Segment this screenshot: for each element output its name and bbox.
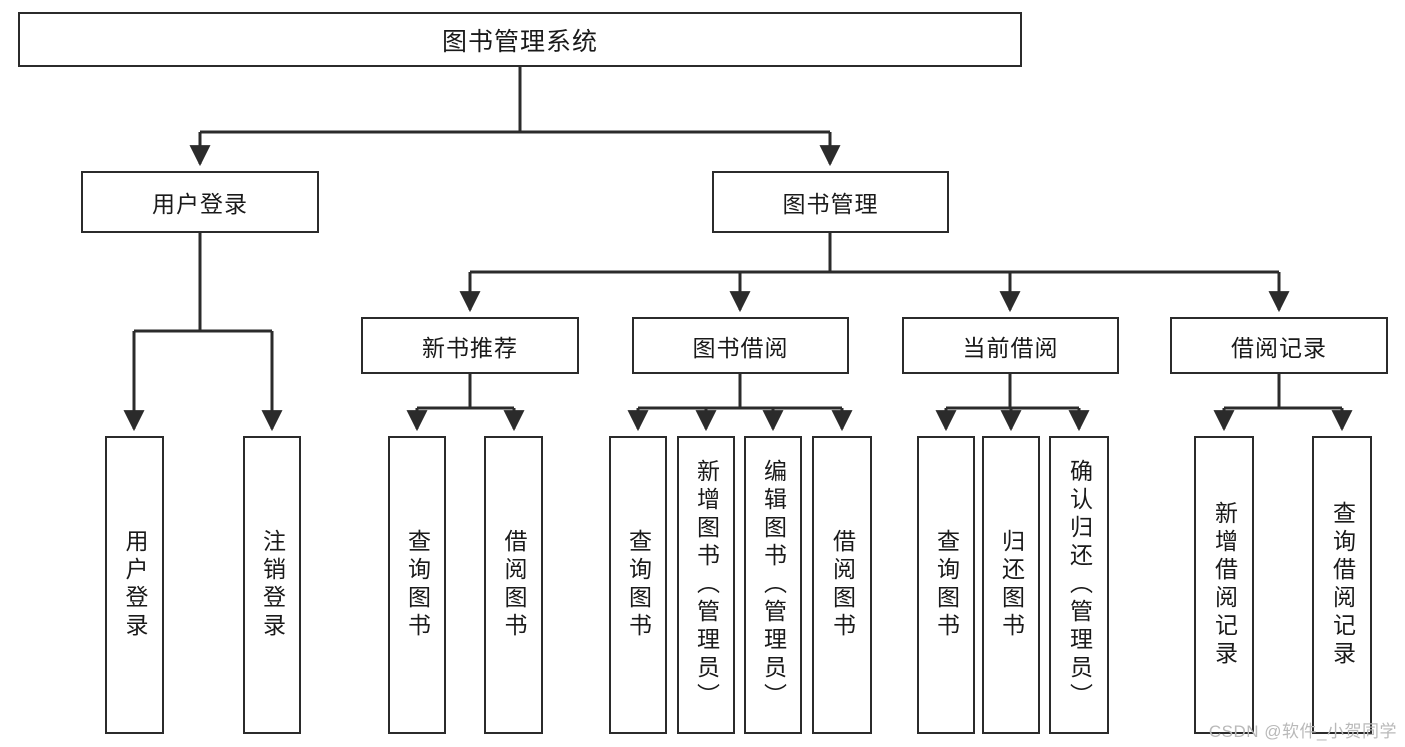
node-user-login[interactable]: 用户登录 bbox=[81, 171, 319, 233]
leaf-query-book-current[interactable]: 查询图书 bbox=[917, 436, 975, 734]
node-root[interactable]: 图书管理系统 bbox=[18, 12, 1022, 67]
node-book-management-label: 图书管理 bbox=[782, 191, 879, 217]
leaf-label: 新增借阅记录 bbox=[1211, 501, 1238, 669]
leaf-label: 查询图书 bbox=[625, 529, 652, 641]
leaf-label: 编辑图书（管理员） bbox=[760, 459, 787, 711]
leaf-return-book[interactable]: 归还图书 bbox=[982, 436, 1040, 734]
leaf-label: 借阅图书 bbox=[829, 529, 856, 641]
leaf-logout[interactable]: 注销登录 bbox=[243, 436, 301, 734]
node-borrow-record[interactable]: 借阅记录 bbox=[1170, 317, 1388, 374]
leaf-query-borrow-record[interactable]: 查询借阅记录 bbox=[1312, 436, 1372, 734]
node-new-book-recommend-label: 新书推荐 bbox=[422, 334, 518, 361]
leaf-user-login[interactable]: 用户登录 bbox=[105, 436, 164, 734]
watermark: CSDN @软件_小贺同学 bbox=[1208, 722, 1397, 741]
leaf-edit-book-admin[interactable]: 编辑图书（管理员） bbox=[744, 436, 802, 734]
leaf-add-book-admin[interactable]: 新增图书（管理员） bbox=[677, 436, 735, 734]
node-current-borrow[interactable]: 当前借阅 bbox=[902, 317, 1119, 374]
node-user-login-label: 用户登录 bbox=[152, 191, 248, 217]
leaf-label: 查询图书 bbox=[933, 529, 960, 641]
leaf-label: 注销登录 bbox=[259, 529, 286, 641]
node-book-borrow-label: 图书借阅 bbox=[692, 334, 789, 361]
node-root-label: 图书管理系统 bbox=[441, 27, 598, 56]
node-new-book-recommend[interactable]: 新书推荐 bbox=[361, 317, 579, 374]
leaf-query-book-new[interactable]: 查询图书 bbox=[388, 436, 446, 734]
leaf-label: 归还图书 bbox=[998, 529, 1025, 641]
leaf-confirm-return-admin[interactable]: 确认归还（管理员） bbox=[1049, 436, 1109, 734]
node-book-borrow[interactable]: 图书借阅 bbox=[632, 317, 849, 374]
leaf-label: 借阅图书 bbox=[501, 529, 527, 641]
leaf-borrow-book-new[interactable]: 借阅图书 bbox=[484, 436, 543, 734]
leaf-label: 新增图书（管理员） bbox=[693, 459, 720, 711]
node-borrow-record-label: 借阅记录 bbox=[1231, 334, 1327, 361]
leaf-label: 确认归还（管理员） bbox=[1066, 459, 1093, 711]
node-current-borrow-label: 当前借阅 bbox=[962, 334, 1059, 361]
leaf-label: 查询借阅记录 bbox=[1329, 501, 1356, 669]
leaf-borrow-book[interactable]: 借阅图书 bbox=[812, 436, 872, 734]
leaf-label: 用户登录 bbox=[122, 529, 148, 641]
leaf-label: 查询图书 bbox=[404, 529, 431, 641]
node-book-management[interactable]: 图书管理 bbox=[712, 171, 949, 233]
leaf-query-book-borrow[interactable]: 查询图书 bbox=[609, 436, 667, 734]
leaf-add-borrow-record[interactable]: 新增借阅记录 bbox=[1194, 436, 1254, 734]
